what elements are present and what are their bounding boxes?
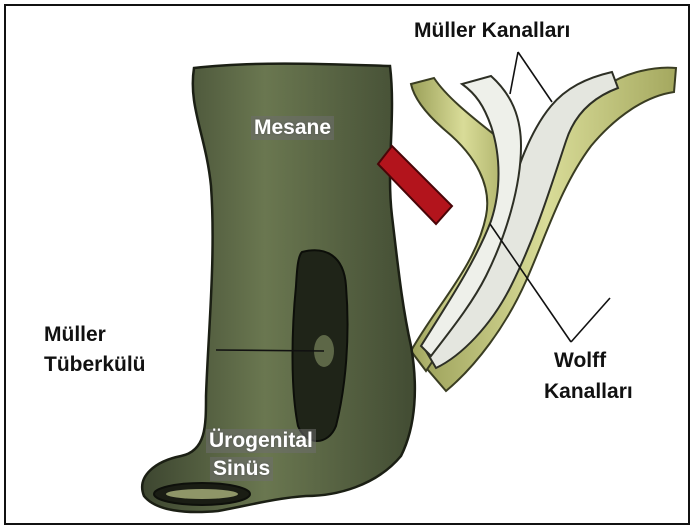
label-muller-tuberkulu-2: Tüberkülü <box>44 353 146 377</box>
label-muller-kanallari: Müller Kanalları <box>414 19 570 43</box>
label-wolff-kanallari-1: Wolff <box>554 349 606 373</box>
label-urogenital-1: Ürogenital <box>206 429 316 453</box>
label-wolff-kanallari-2: Kanalları <box>544 380 633 404</box>
sinus-opening-inner <box>166 489 238 499</box>
urogenital-anatomy-illustration <box>6 6 692 527</box>
label-muller-tuberkulu-1: Müller <box>44 323 106 347</box>
figure-frame: Müller Kanalları Mesane Müller Tüberkülü… <box>4 4 690 525</box>
label-urogenital-2: Sinüs <box>210 457 273 481</box>
label-mesane: Mesane <box>251 116 334 140</box>
